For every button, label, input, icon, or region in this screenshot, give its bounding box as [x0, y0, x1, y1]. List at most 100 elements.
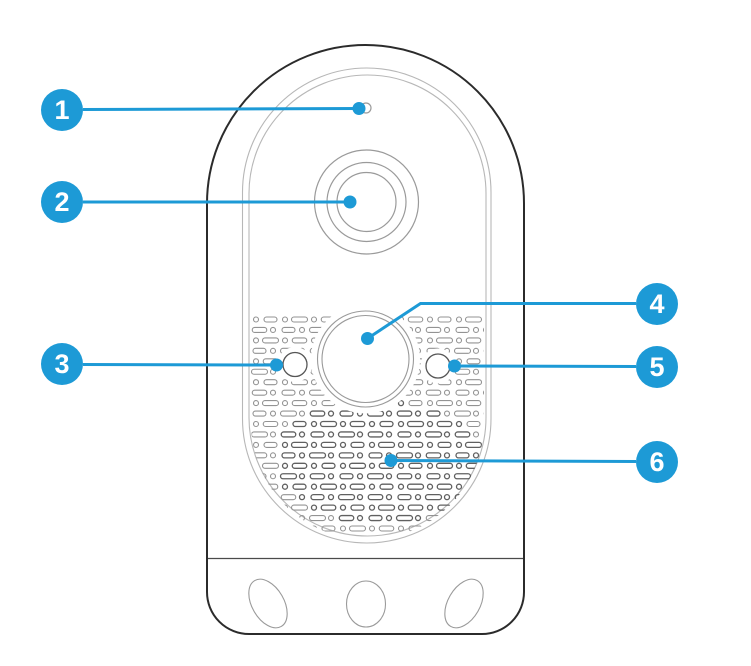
grille-hole	[426, 504, 434, 511]
grille-hole	[368, 462, 376, 469]
grille-slot	[250, 494, 269, 501]
grille-hole	[327, 514, 335, 522]
grille-slot	[319, 358, 338, 365]
grille-slot	[397, 368, 412, 375]
grille-hole	[530, 368, 538, 375]
grille-hole	[484, 525, 492, 532]
grille-hole	[356, 389, 364, 396]
grille-hole	[281, 525, 289, 532]
grille-slot	[233, 441, 250, 448]
grille-hole	[368, 441, 376, 449]
grille-hole	[484, 504, 492, 511]
camera-body-outline	[206, 44, 525, 635]
grille-hole	[472, 410, 480, 417]
grille-hole	[281, 316, 289, 323]
grille-slot	[522, 462, 541, 469]
callout-badge-3: 3	[41, 343, 83, 385]
grille-hole	[443, 514, 451, 522]
grille-slot	[309, 473, 326, 480]
grille-slot	[368, 452, 383, 459]
grille-slot	[408, 462, 423, 469]
grille-hole	[484, 379, 492, 386]
grille-hole	[443, 493, 451, 501]
grille-slot	[435, 462, 454, 469]
grille-slot	[319, 483, 338, 490]
grille-hole	[269, 389, 277, 396]
grille-slot	[464, 504, 483, 511]
grille-slot	[223, 494, 238, 501]
grille-slot	[291, 400, 308, 407]
grille-hole	[414, 389, 422, 396]
grille-slot	[221, 326, 240, 334]
grille-slot	[339, 410, 354, 417]
grille-hole	[397, 504, 405, 511]
grille-slot	[524, 316, 539, 323]
grille-slot	[279, 347, 298, 354]
grille-slot	[513, 347, 528, 354]
grille-slot	[290, 441, 309, 449]
grille-hole	[513, 525, 521, 532]
grille-slot	[511, 494, 530, 501]
grille-hole	[223, 504, 231, 511]
grille-slot	[319, 420, 338, 428]
grille-hole	[223, 525, 231, 532]
grille-slot	[395, 452, 414, 459]
grille-hole	[269, 347, 277, 354]
grille-slot	[425, 326, 442, 334]
grille-hole	[513, 316, 521, 323]
callout-badge-1: 1	[41, 89, 83, 131]
grille-slot	[464, 316, 483, 323]
grille-slot	[437, 316, 452, 323]
grille-slot	[511, 431, 530, 438]
faceplate-inner-outline	[248, 74, 487, 537]
grille-hole	[455, 504, 463, 511]
grille-hole	[356, 493, 364, 501]
grille-slot	[321, 400, 336, 407]
grille-hole	[484, 400, 492, 407]
grille-hole	[455, 441, 463, 449]
grille-hole	[530, 326, 538, 334]
grille-hole	[223, 337, 231, 344]
grille-slot	[232, 483, 251, 490]
grille-slot	[290, 379, 309, 386]
grille-hole	[385, 473, 393, 480]
grille-slot	[484, 494, 499, 501]
grille-slot	[310, 368, 325, 375]
grille-slot	[368, 389, 383, 396]
grille-hole	[472, 473, 480, 480]
grille-hole	[356, 473, 364, 480]
grille-hole	[513, 337, 521, 344]
grille-hole	[356, 326, 364, 334]
grille-hole	[281, 337, 289, 344]
grille-hole	[252, 504, 260, 511]
grille-slot	[222, 410, 239, 417]
grille-slot	[493, 358, 512, 365]
grille-slot	[320, 441, 337, 449]
grille-slot	[482, 389, 501, 396]
grille-slot	[250, 368, 269, 375]
grille-slot	[290, 504, 309, 511]
grille-slot	[368, 514, 383, 522]
grille-slot	[523, 483, 540, 490]
grille-slot	[233, 504, 250, 511]
grille-hole	[385, 368, 393, 375]
grille-hole	[240, 473, 248, 480]
grille-slot	[466, 483, 481, 490]
grille-hole	[327, 493, 335, 501]
grille-slot	[512, 452, 529, 459]
grille-slot	[436, 483, 453, 490]
base-oval-right	[444, 578, 484, 629]
grille-slot	[337, 493, 356, 501]
grille-hole	[310, 525, 318, 532]
grille-slot	[221, 389, 240, 396]
grille-hole	[472, 347, 480, 354]
callout-line-3	[82, 363, 277, 367]
grille-slot	[367, 431, 384, 438]
grille-hole	[269, 431, 277, 438]
grille-hole	[269, 410, 277, 417]
motion-sensor-dome	[316, 310, 415, 408]
grille-hole	[240, 514, 248, 522]
grille-hole	[310, 441, 318, 449]
grille-hole	[455, 420, 463, 428]
grille-slot	[321, 525, 336, 532]
